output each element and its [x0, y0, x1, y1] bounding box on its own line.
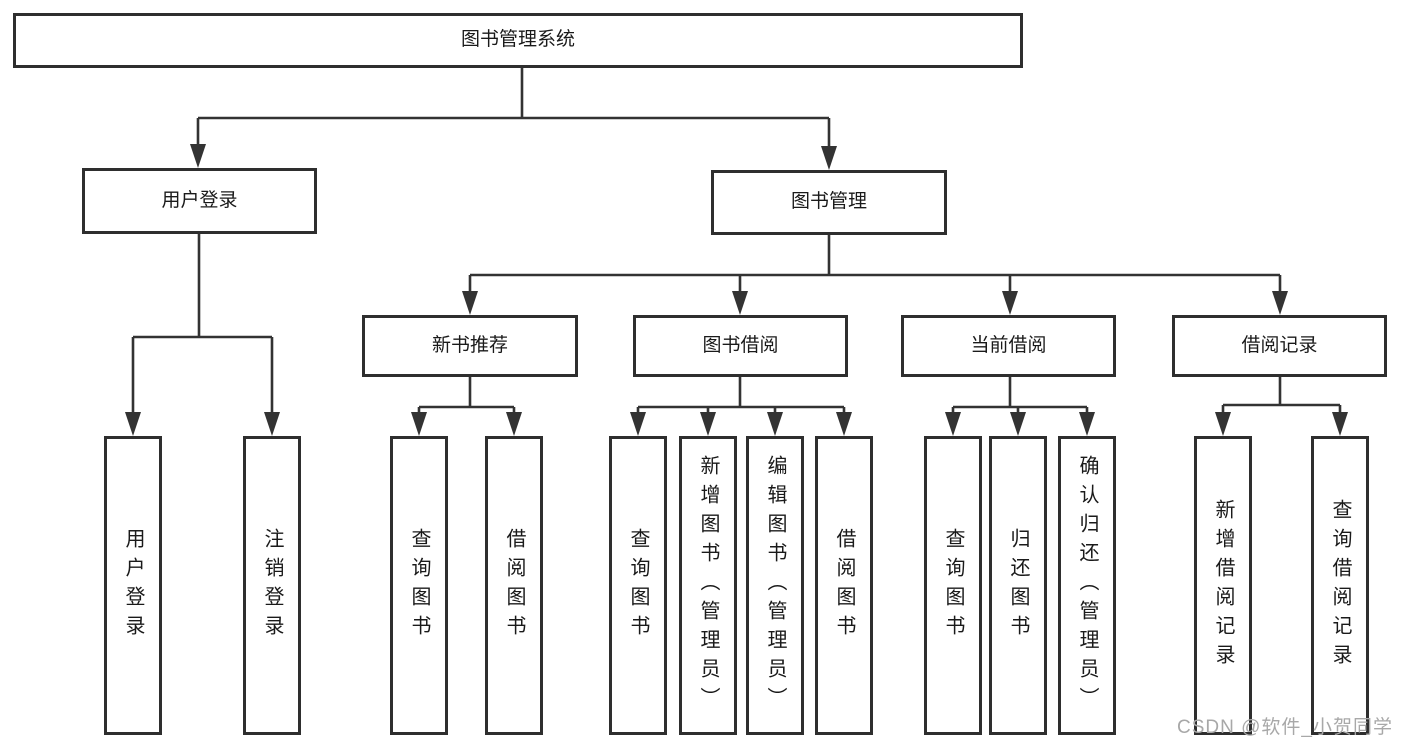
- node-leaf-add-borrow-record: 新增借阅记录: [1194, 436, 1252, 735]
- node-leaf-return-books: 归还图书: [989, 436, 1047, 735]
- node-leaf-current-query-books: 查询图书: [924, 436, 982, 735]
- node-leaf-recommend-query-books: 查询图书: [390, 436, 448, 735]
- node-new-book-recommend: 新书推荐: [362, 315, 578, 377]
- node-book-borrowing: 图书借阅: [633, 315, 848, 377]
- node-leaf-edit-books-admin: 编辑图书（管理员）: [746, 436, 804, 735]
- node-leaf-logout: 注销登录: [243, 436, 301, 735]
- node-current-borrowing: 当前借阅: [901, 315, 1116, 377]
- node-leaf-query-borrow-record: 查询借阅记录: [1311, 436, 1369, 735]
- node-leaf-user-login: 用户登录: [104, 436, 162, 735]
- node-user-login: 用户登录: [82, 168, 317, 234]
- node-leaf-add-books-admin: 新增图书（管理员）: [679, 436, 737, 735]
- node-leaf-borrowing-borrow-books: 借阅图书: [815, 436, 873, 735]
- node-leaf-recommend-borrow-books: 借阅图书: [485, 436, 543, 735]
- node-leaf-confirm-return-admin: 确认归还（管理员）: [1058, 436, 1116, 735]
- node-borrowing-records: 借阅记录: [1172, 315, 1387, 377]
- node-root-system: 图书管理系统: [13, 13, 1023, 68]
- watermark: CSDN @软件_小贺同学: [1177, 717, 1393, 738]
- node-book-management: 图书管理: [711, 170, 947, 235]
- node-leaf-borrowing-query-books: 查询图书: [609, 436, 667, 735]
